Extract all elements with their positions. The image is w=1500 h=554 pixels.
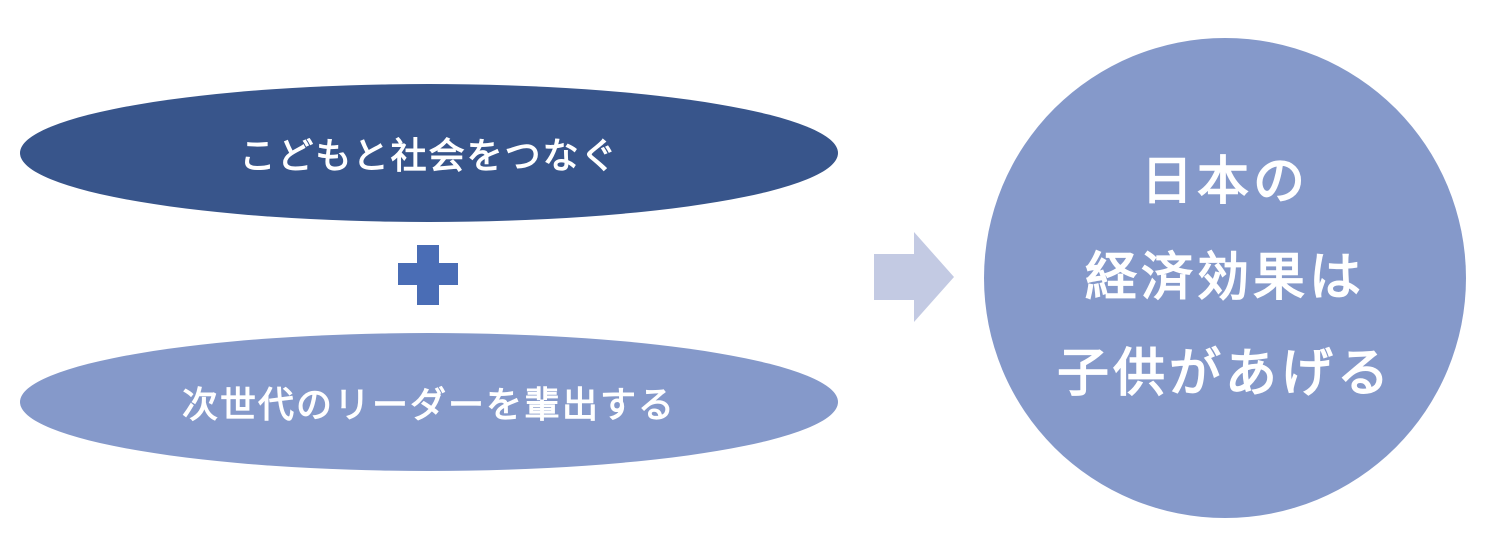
- arrow-right-icon: [874, 232, 954, 322]
- plus-icon-vertical-bar: [417, 245, 439, 305]
- ellipse-connect-children-society: こどもと社会をつなぐ: [20, 84, 838, 222]
- plus-icon: [398, 245, 458, 305]
- ellipse-top-label: こどもと社会をつなぐ: [239, 136, 619, 177]
- circle-line-2: 経済効果は: [1084, 248, 1365, 308]
- arrow-right-shape: [874, 232, 954, 322]
- circle-line-1: 日本の: [1140, 152, 1309, 212]
- result-circle: 日本の 経済効果は 子供があげる: [984, 38, 1466, 518]
- ellipse-bottom-label: 次世代のリーダーを輩出する: [181, 385, 676, 426]
- circle-line-3: 子供があげる: [1056, 344, 1393, 404]
- ellipse-next-generation-leaders: 次世代のリーダーを輩出する: [20, 333, 838, 471]
